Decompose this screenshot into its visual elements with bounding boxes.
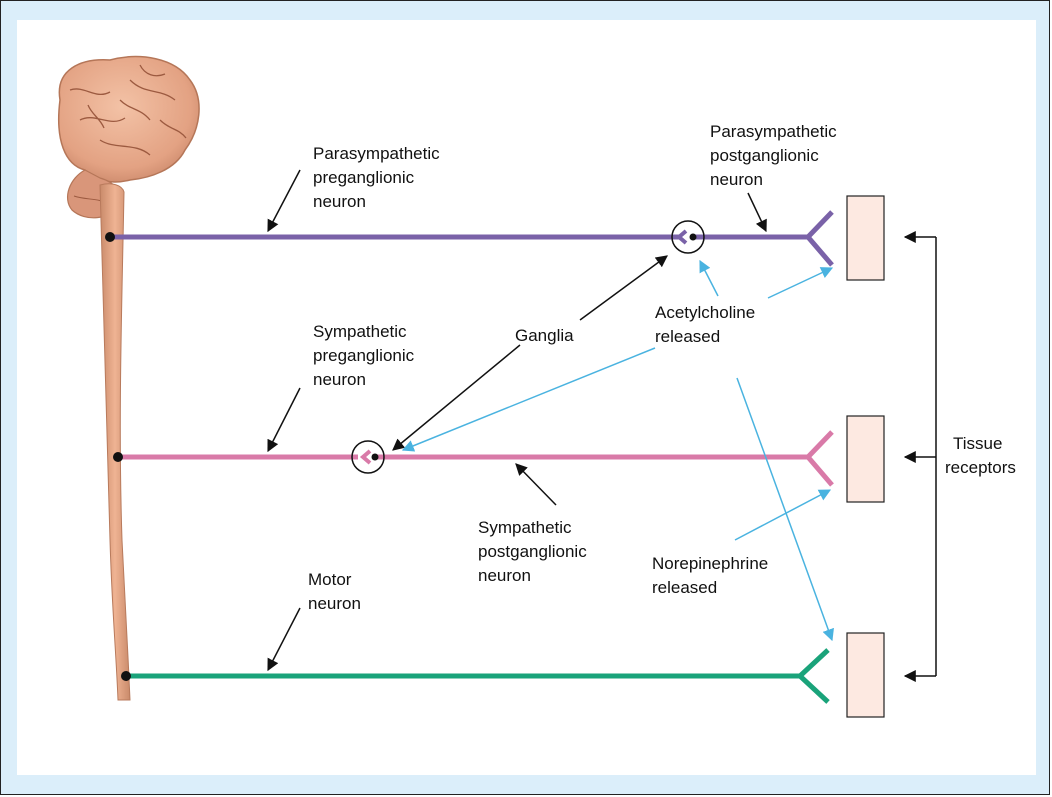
para-pre-arrow — [267, 169, 301, 233]
motor-arrow — [267, 607, 301, 672]
label-motor-neuron: Motor neuron — [308, 570, 361, 613]
effector-box-motor — [846, 632, 885, 718]
label-ganglia: Ganglia — [515, 326, 574, 345]
brain-icon — [58, 55, 200, 219]
parasympathetic-pathway — [105, 210, 834, 267]
ach-arrow-motor — [736, 377, 834, 642]
ach-arrow-ganglion-symp — [401, 347, 656, 452]
effector-box-parasympathetic — [846, 195, 885, 281]
ganglia-arrow-upper — [579, 255, 668, 321]
parasympathetic-ganglion — [671, 220, 705, 254]
ganglia-arrow-lower — [392, 344, 521, 451]
label-sympathetic-postganglionic: Sympathetic postganglionic neuron — [478, 518, 591, 585]
label-arrows — [267, 169, 767, 672]
tissue-receptors-bracket — [903, 231, 937, 682]
label-parasympathetic-postganglionic: Parasympathetic postganglionic neuron — [710, 122, 841, 189]
neurotransmitter-arrows — [401, 259, 834, 642]
label-norepinephrine-released: Norepinephrine released — [652, 554, 773, 597]
sympathetic-ganglion — [351, 440, 385, 474]
ach-arrow-ganglion-para — [699, 259, 719, 297]
symp-post-arrow — [515, 463, 557, 506]
symp-pre-arrow — [267, 387, 301, 453]
para-post-arrow — [747, 192, 767, 233]
ach-arrow-effector-para — [767, 267, 834, 299]
label-acetylcholine-released: Acetylcholine released — [655, 303, 760, 346]
spinal-cord-icon — [99, 183, 131, 701]
effector-box-sympathetic — [846, 415, 885, 503]
label-parasympathetic-preganglionic: Parasympathetic preganglionic neuron — [313, 144, 444, 211]
norepinephrine-arrow — [734, 489, 832, 541]
label-sympathetic-preganglionic: Sympathetic preganglionic neuron — [313, 322, 419, 389]
motor-pathway — [121, 648, 830, 704]
label-tissue-receptors: Tissue receptors — [945, 434, 1016, 477]
sympathetic-pathway — [113, 430, 834, 487]
